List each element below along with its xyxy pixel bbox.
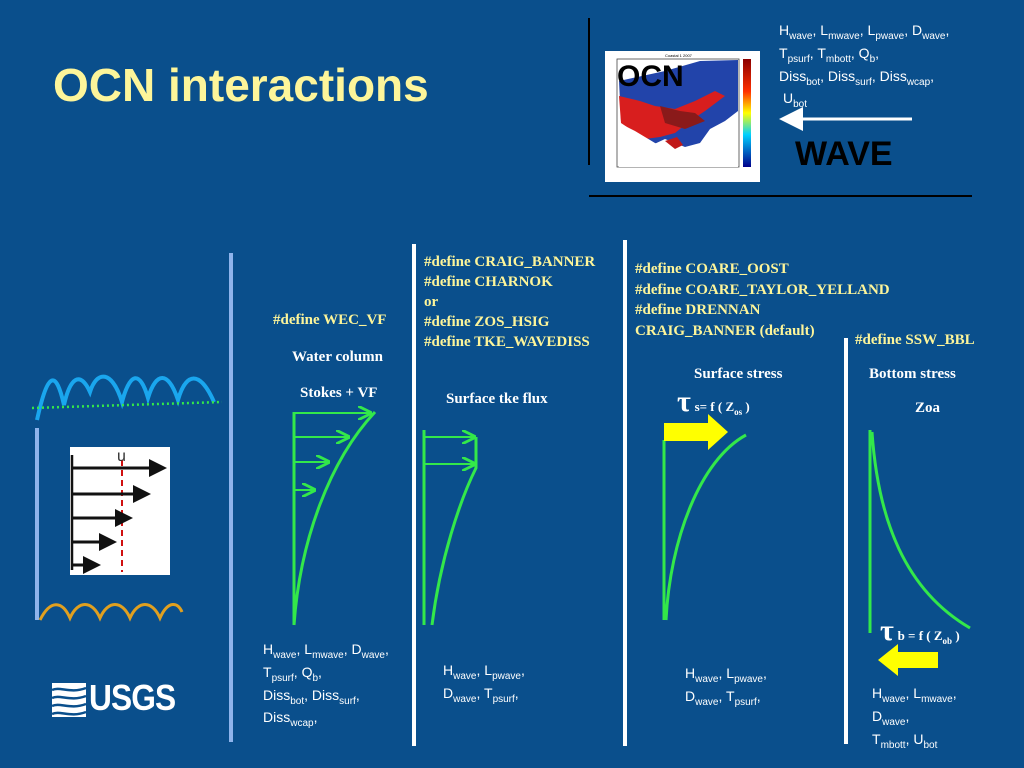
define-line: #define COARE_TAYLOR_YELLAND bbox=[635, 281, 890, 298]
define-line: or bbox=[424, 294, 439, 310]
surface-equation: τ s= f ( Zos ) bbox=[677, 385, 750, 418]
var-line: Hwave, Lpwave, bbox=[685, 665, 767, 685]
page-title: OCN interactions bbox=[53, 59, 429, 111]
tke-wave-variables: Hwave, Lpwave, Dwave, Tpsurf, bbox=[443, 662, 525, 708]
var-line: Hwave, Lmwave, bbox=[872, 685, 957, 705]
inset-u-label: u bbox=[117, 448, 126, 465]
var-line: Dwave, bbox=[872, 707, 910, 728]
var-line: Hwave, Lmwave, Lpwave, Dwave, bbox=[779, 22, 950, 42]
var-line: Tpsurf, Tmbott, Qb, bbox=[779, 44, 880, 65]
wave-label: WAVE bbox=[795, 135, 893, 173]
surface-label: Surface stress bbox=[694, 366, 783, 382]
wec-label-water-column: Water column bbox=[292, 349, 383, 365]
surface-stress-arrow bbox=[664, 414, 728, 450]
velocity-profile-inset bbox=[70, 447, 170, 575]
tke-defines: #define CRAIG_BANNER #define CHARNOK or … bbox=[424, 252, 595, 352]
tau-symbol: τ bbox=[880, 614, 894, 647]
bottom-stress-arrow bbox=[878, 644, 938, 676]
wec-label-stokes: Stokes + VF bbox=[300, 385, 378, 401]
var-line: Disswcap, bbox=[263, 709, 318, 730]
define-line: #define CRAIG_BANNER bbox=[424, 254, 596, 270]
tke-profile-curve bbox=[430, 437, 478, 626]
map-caption: Coastal 1 2007 bbox=[665, 53, 693, 58]
wec-define: #define WEC_VF bbox=[273, 312, 387, 328]
bottom-wave-variables: Hwave, Lmwave, Dwave, Tmbott, Ubot bbox=[872, 685, 957, 753]
surface-wave-icon bbox=[35, 374, 216, 421]
define-line: #define TKE_WAVEDISS bbox=[424, 334, 590, 350]
top-wave-variables: Hwave, Lmwave, Lpwave, Dwave, Tpsurf, Tm… bbox=[779, 22, 949, 113]
bottom-equation: τ b = f ( Zob ) bbox=[880, 614, 960, 647]
mean-water-level bbox=[31, 400, 223, 410]
bottom-label: Bottom stress bbox=[869, 366, 956, 382]
var-line: Dissbot, Disssurf, bbox=[263, 686, 360, 707]
var-line: Ubot bbox=[783, 90, 808, 111]
surface-stress-curve bbox=[664, 433, 747, 621]
define-line: #define CHARNOK bbox=[424, 274, 553, 290]
define-line: #define ZOS_HSIG bbox=[424, 314, 550, 330]
surface-defines: #define COARE_OOST #define COARE_TAYLOR_… bbox=[635, 259, 890, 341]
tau-symbol: τ bbox=[677, 385, 691, 418]
usgs-logo-mark bbox=[51, 683, 87, 717]
bottom-zoa-label: Zoa bbox=[915, 400, 941, 416]
bottom-stress-curve bbox=[870, 431, 971, 630]
define-line: #define DRENNAN bbox=[635, 302, 761, 318]
bottom-ripple-icon bbox=[38, 603, 184, 622]
wec-wave-variables: Hwave, Lmwave, Dwave, Tpsurf, Qb, Dissbo… bbox=[263, 641, 389, 732]
stokes-profile-curve bbox=[292, 410, 377, 626]
var-line: Dwave, Tpsurf, bbox=[443, 684, 519, 705]
var-line: Dwave, Tpsurf, bbox=[685, 687, 761, 708]
usgs-logo-text: USGS bbox=[89, 677, 176, 718]
var-line: Hwave, Lpwave, bbox=[443, 662, 525, 682]
tke-label: Surface tke flux bbox=[446, 391, 548, 407]
var-line: Tmbott, Ubot bbox=[872, 730, 938, 751]
bottom-define: #define SSW_BBL bbox=[855, 332, 975, 348]
surface-wave-variables: Hwave, Lpwave, Dwave, Tpsurf, bbox=[685, 665, 767, 711]
define-line: #define COARE_OOST bbox=[635, 261, 789, 277]
var-line: Hwave, Lmwave, Dwave, bbox=[263, 641, 389, 661]
var-line: Tpsurf, Qb, bbox=[263, 663, 322, 684]
ocn-label: OCN bbox=[617, 60, 684, 93]
ocn-map-image: Coastal 1 2007 bbox=[605, 51, 760, 182]
define-line: CRAIG_BANNER (default) bbox=[635, 322, 815, 339]
var-line: Dissbot, Disssurf, Disswcap, bbox=[779, 67, 935, 88]
